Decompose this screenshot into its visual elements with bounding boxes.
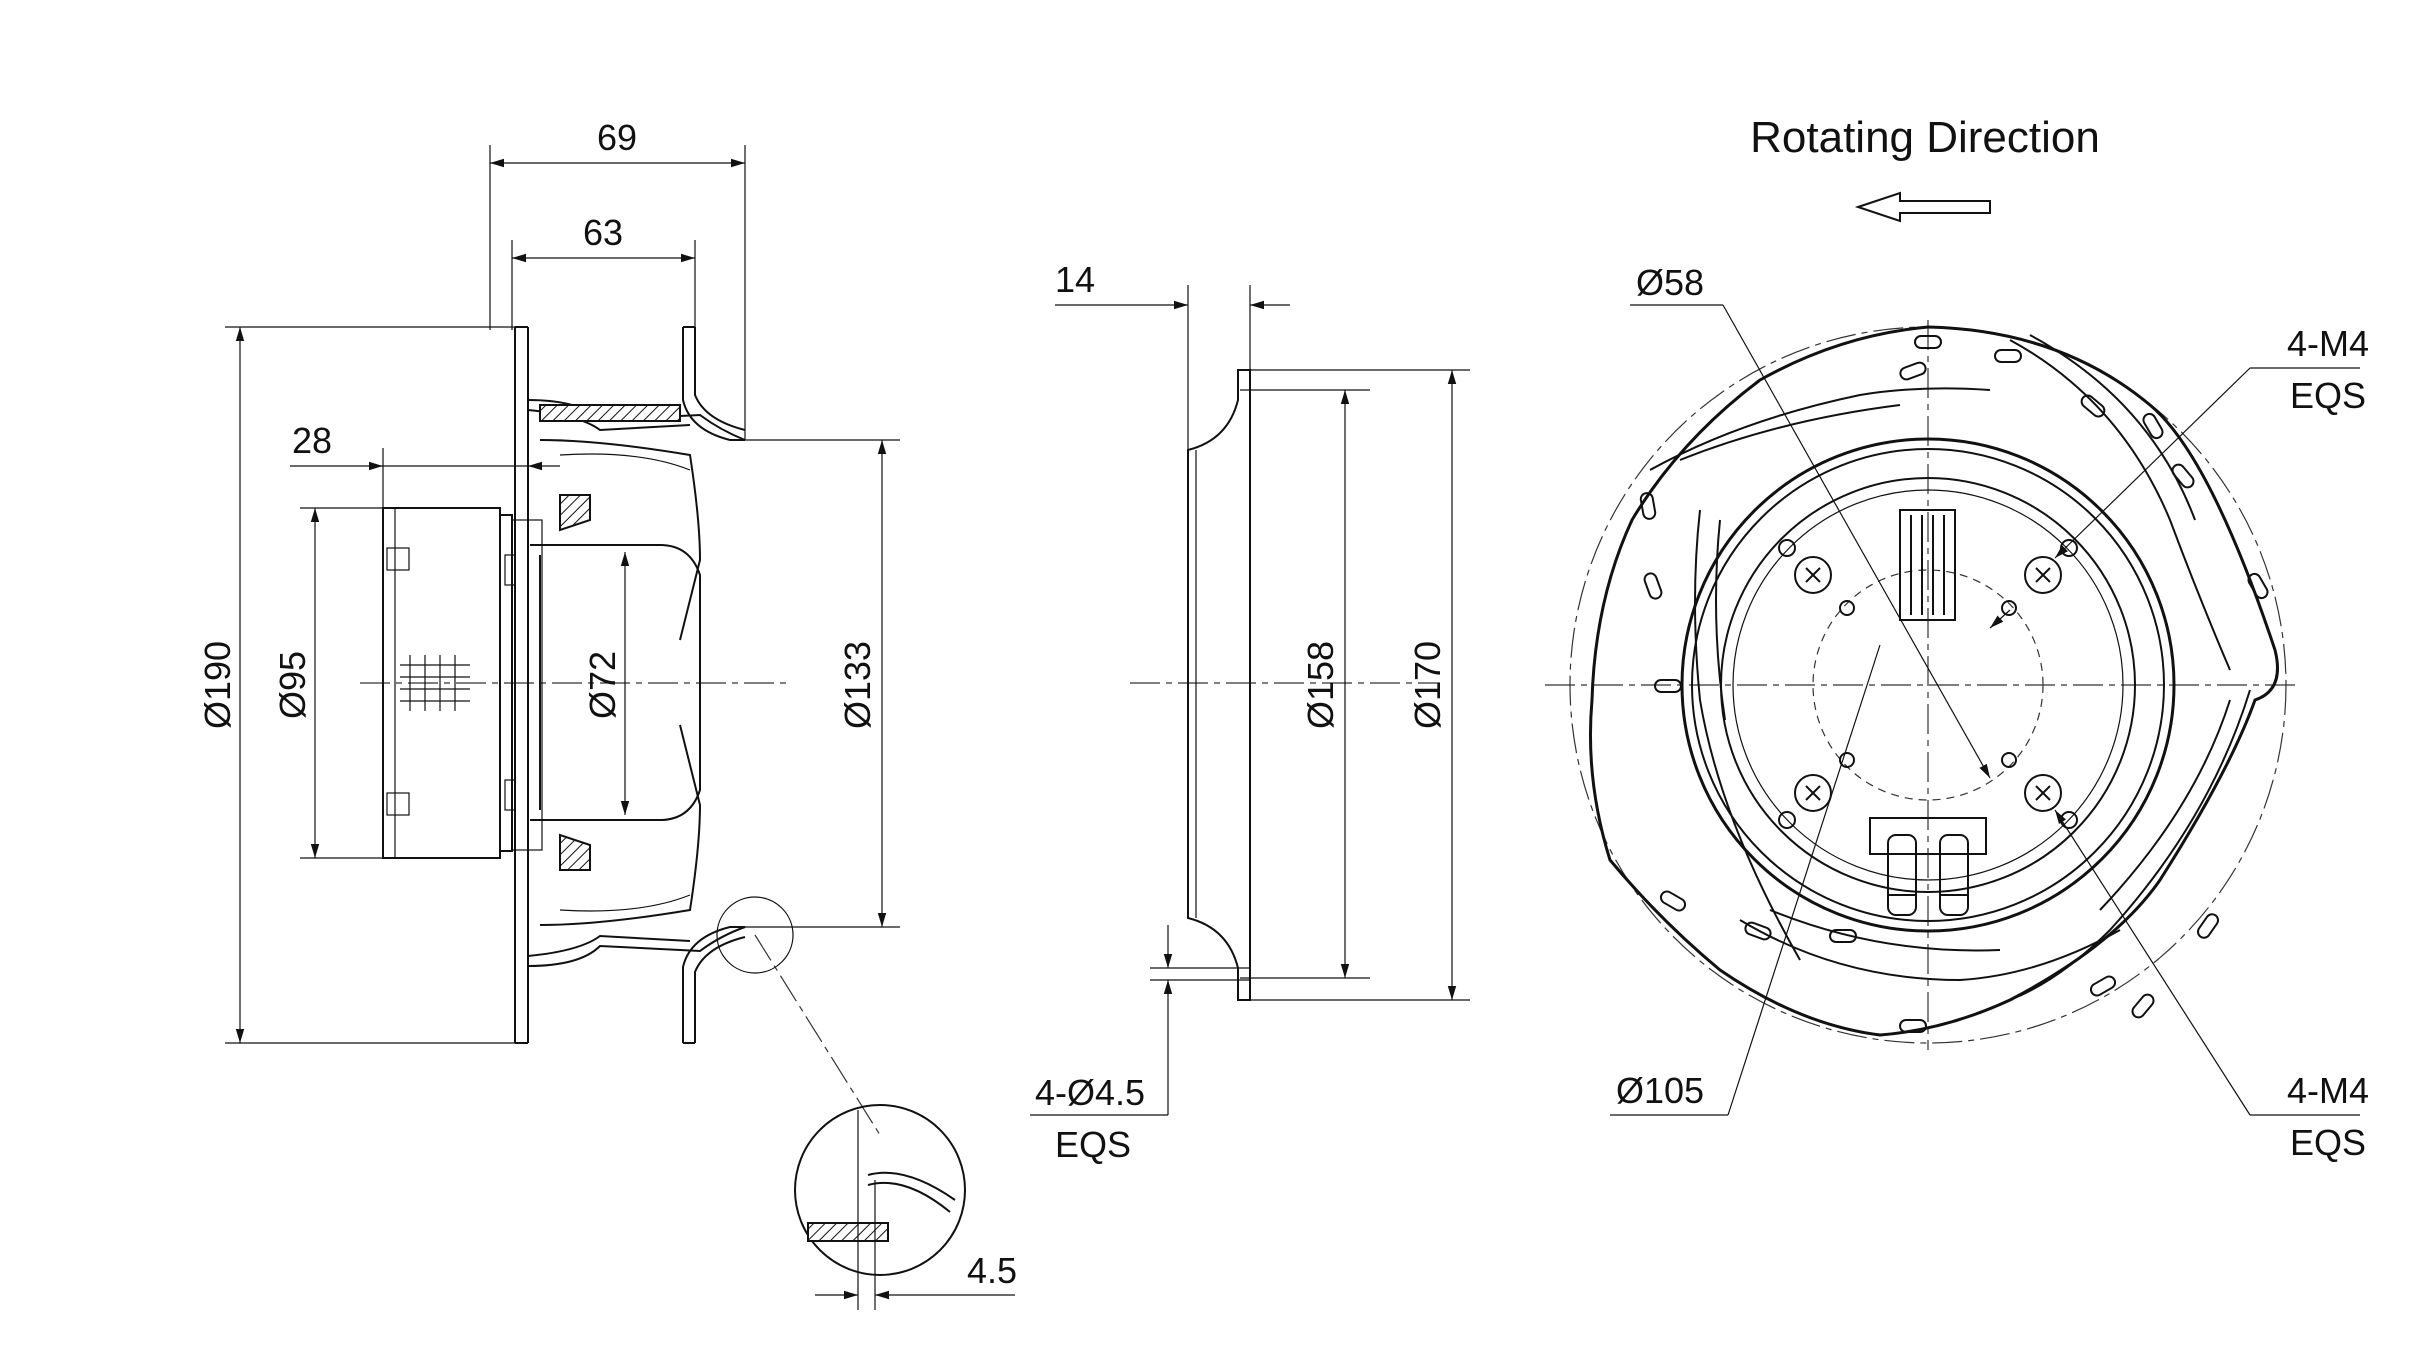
detail-profile-2 — [867, 1181, 951, 1213]
m4-top-leader-2 — [1989, 609, 2011, 629]
detail-section-hatch — [807, 1222, 889, 1242]
front-view: Rotating Direction — [1545, 113, 2369, 1163]
dim-63: 63 — [583, 212, 623, 253]
connector-pins — [400, 655, 470, 711]
hub-ring-outer — [1680, 437, 2176, 933]
holes-label-line1: 4-Ø4.5 — [1035, 1072, 1145, 1113]
hub-ring-4 — [1732, 489, 2124, 881]
inlet-ring-ends — [683, 326, 695, 1044]
clip-top — [386, 547, 410, 571]
shroud-bottom-2 — [527, 934, 691, 957]
ring-profile — [1187, 369, 1251, 1001]
d105-leader — [1727, 644, 1881, 1116]
inlet-ring — [682, 327, 745, 1043]
dim-14: 14 — [1055, 259, 1095, 300]
boss-top — [504, 554, 516, 586]
screw-icon — [1794, 556, 1832, 594]
m4-top-line1: 4-M4 — [2287, 323, 2369, 364]
side-view: 69 63 28 Ø190 Ø95 Ø72 Ø133 — [197, 117, 900, 1136]
ring-view: 14 Ø158 Ø170 4-Ø4.5 EQS — [1030, 259, 1470, 1165]
back-plate — [514, 326, 529, 1044]
balance-slots — [1639, 335, 2269, 1033]
dim-158: Ø158 — [1300, 641, 1341, 729]
dim-95: Ø95 — [272, 651, 313, 719]
blade-bottom — [539, 724, 702, 926]
dim-72: Ø72 — [582, 651, 623, 719]
shroud-top-hatch — [539, 404, 681, 422]
detail-marker-circle — [716, 896, 794, 974]
dim-69: 69 — [597, 117, 637, 158]
detail-view: 4.5 — [794, 1104, 1017, 1310]
m4-bottom-line2: EQS — [2290, 1122, 2366, 1163]
impeller-outline — [1588, 325, 2279, 1037]
holes-label-line2: EQS — [1055, 1124, 1131, 1165]
m4-bottom-line1: 4-M4 — [2287, 1070, 2369, 1111]
dim-190: Ø190 — [197, 641, 238, 729]
cable-connector — [1869, 817, 1987, 916]
mounting-screws — [1778, 539, 2078, 829]
m4-top-leader — [2054, 367, 2251, 559]
rotating-direction-title: Rotating Direction — [1750, 113, 2100, 162]
adapter-plate — [511, 519, 543, 851]
blade-top — [539, 439, 702, 641]
dim-d58: Ø58 — [1636, 262, 1704, 303]
inlet-ring-inner — [694, 327, 746, 1043]
heatsink-fins — [1899, 509, 1956, 621]
rotation-arrow-icon — [1854, 191, 1991, 223]
rotor-body — [530, 544, 701, 821]
hub-hatch-bottom — [559, 833, 591, 871]
d58-leader — [1722, 304, 1991, 779]
m4-bottom-leader — [2054, 809, 2251, 1116]
m4-top-line2: EQS — [2290, 375, 2366, 416]
d58-circle — [1812, 569, 2044, 801]
dim-4-5: 4.5 — [967, 1250, 1017, 1291]
clip-bottom — [386, 792, 410, 816]
shroud-bottom — [527, 926, 746, 967]
dim-d105: Ø105 — [1616, 1070, 1704, 1111]
boss-bottom — [504, 779, 516, 811]
screw-icon — [2024, 556, 2062, 594]
dim-170: Ø170 — [1407, 641, 1448, 729]
blade-lines — [559, 453, 691, 912]
hub-ring-3 — [1720, 477, 2136, 893]
detail-circle — [794, 1104, 966, 1276]
blade-set — [1649, 334, 2251, 1001]
detail-leader — [754, 934, 881, 1136]
dim-133: Ø133 — [837, 641, 878, 729]
hub-hatch-top — [559, 494, 591, 532]
screw-icon — [2024, 774, 2062, 812]
hub-ring-2 — [1691, 448, 2165, 922]
dim-28: 28 — [292, 420, 332, 461]
screw-icon — [1794, 774, 1832, 812]
detail-profile-1 — [867, 1171, 956, 1201]
